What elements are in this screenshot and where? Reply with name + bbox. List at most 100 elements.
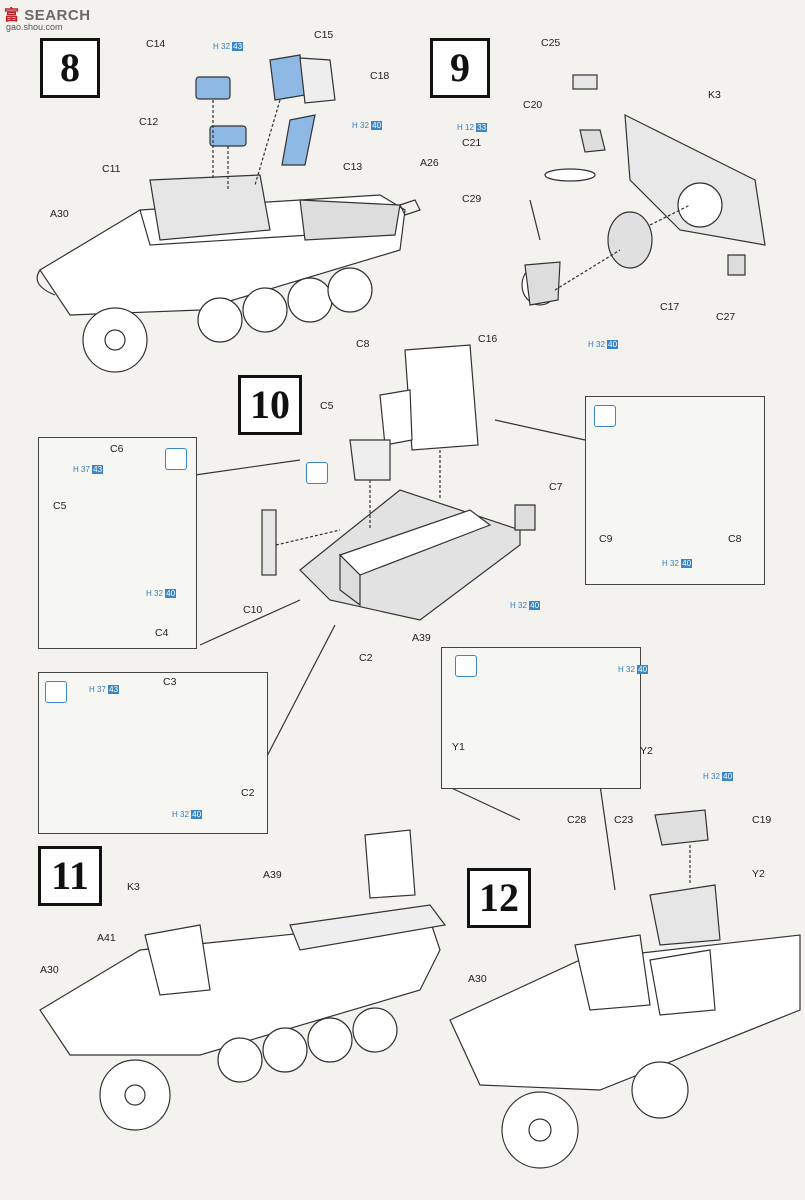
- label-c28: C28: [567, 814, 587, 826]
- paint-code-part: H: [703, 772, 709, 781]
- paint-code-part: H: [510, 601, 516, 610]
- paint-code-part: 32: [518, 601, 527, 610]
- label-k3: K3: [127, 881, 140, 893]
- label-c8-inset: C8: [728, 533, 742, 545]
- paint-code-part: H: [457, 123, 463, 132]
- inset-bench-assembly: [38, 672, 268, 834]
- watermark-logo: 富 SEARCH: [4, 4, 91, 25]
- paint-code-part: H: [89, 685, 95, 694]
- label-c15: C15: [314, 29, 334, 41]
- label-c2-inset: C2: [241, 787, 255, 799]
- paint-code-part: 32: [360, 121, 369, 130]
- label-a30: A30: [50, 208, 69, 220]
- paint-code: H 12 33: [457, 123, 488, 132]
- paint-code-part: 40: [681, 559, 693, 568]
- glue-icon: [594, 405, 616, 427]
- step8-vehicle: [36, 174, 406, 373]
- paint-code-part: 32: [180, 810, 189, 819]
- step-9-number: 9: [430, 38, 490, 98]
- paint-code-part: H: [172, 810, 178, 819]
- paint-code-part: 32: [154, 589, 163, 598]
- label-c5: C5: [320, 400, 334, 412]
- part-c15: [269, 54, 306, 101]
- paint-code-part: 32: [596, 340, 605, 349]
- watermark-url: gao.shou.com: [6, 22, 63, 32]
- inset-cabinet-assembly: [585, 396, 765, 585]
- label-c2: C2: [359, 652, 373, 664]
- label-c10: C10: [243, 604, 263, 616]
- glue-icon: [165, 448, 187, 470]
- label-c4: C4: [155, 627, 169, 639]
- paint-code-part: 12: [465, 123, 474, 132]
- label-k3: K3: [708, 89, 721, 101]
- paint-code: H 32 40: [146, 589, 177, 598]
- paint-code-part: H: [352, 121, 358, 130]
- glue-icon: [455, 655, 477, 677]
- paint-code-part: 40: [637, 665, 649, 674]
- paint-code: H 32 40: [662, 559, 693, 568]
- paint-code-part: 40: [165, 589, 177, 598]
- paint-code-part: H: [146, 589, 152, 598]
- step-11-number: 11: [38, 846, 102, 906]
- part-c12: [209, 125, 247, 147]
- paint-code-part: 40: [529, 601, 541, 610]
- paint-code-part: 40: [722, 772, 734, 781]
- paint-code: H 32 40: [588, 340, 619, 349]
- label-y2: Y2: [640, 745, 653, 757]
- label-c13: C13: [343, 161, 363, 173]
- paint-code-part: 43: [232, 42, 244, 51]
- label-y1: Y1: [452, 741, 465, 753]
- label-y2: Y2: [752, 868, 765, 880]
- label-c25: C25: [541, 37, 561, 49]
- label-a39: A39: [412, 632, 431, 644]
- label-c19: C19: [752, 814, 772, 826]
- label-c29: C29: [462, 193, 482, 205]
- glue-icon: [306, 462, 328, 484]
- paint-code: H 32 43: [213, 42, 244, 51]
- paint-code: H 32 40: [172, 810, 203, 819]
- paint-code-part: 40: [191, 810, 203, 819]
- paint-code-part: 37: [97, 685, 106, 694]
- label-c7: C7: [549, 481, 563, 493]
- label-c20: C20: [523, 99, 543, 111]
- label-c16: C16: [478, 333, 498, 345]
- inset-seat-assembly: [38, 437, 197, 649]
- part-c14: [195, 76, 231, 100]
- label-a39: A39: [263, 869, 282, 881]
- paint-code: H 32 40: [618, 665, 649, 674]
- label-c23: C23: [614, 814, 634, 826]
- paint-code-part: 40: [607, 340, 619, 349]
- label-a30: A30: [40, 964, 59, 976]
- label-c11: C11: [102, 163, 121, 175]
- label-a26: A26: [420, 157, 439, 169]
- paint-code-part: H: [618, 665, 624, 674]
- paint-code-part: H: [662, 559, 668, 568]
- step10-assembly: [261, 344, 536, 621]
- paint-code-part: 33: [476, 123, 488, 132]
- paint-code: H 37 43: [73, 465, 104, 474]
- step-10-number: 10: [238, 375, 302, 435]
- paint-code: H 32 40: [510, 601, 541, 610]
- label-c5-inset: C5: [53, 500, 67, 512]
- paint-code-part: 32: [626, 665, 635, 674]
- step-12-number: 12: [467, 868, 531, 928]
- label-c3: C3: [163, 676, 177, 688]
- step-8-number: 8: [40, 38, 100, 98]
- label-a41: A41: [97, 932, 116, 944]
- label-c9: C9: [599, 533, 613, 545]
- paint-code: H 37 43: [89, 685, 120, 694]
- paint-code-part: 43: [108, 685, 120, 694]
- paint-code: H 32 40: [352, 121, 383, 130]
- watermark-name: SEARCH: [24, 7, 91, 24]
- paint-code-part: 32: [670, 559, 679, 568]
- watermark-glyph: 富: [4, 7, 20, 24]
- paint-code-part: 40: [371, 121, 383, 130]
- label-c27: C27: [716, 311, 736, 323]
- paint-code-part: H: [588, 340, 594, 349]
- step9-assembly: [521, 74, 766, 306]
- label-c12: C12: [139, 116, 159, 128]
- label-c21: C21: [462, 137, 482, 149]
- step11-vehicle: [39, 829, 447, 1131]
- label-c6: C6: [110, 443, 124, 455]
